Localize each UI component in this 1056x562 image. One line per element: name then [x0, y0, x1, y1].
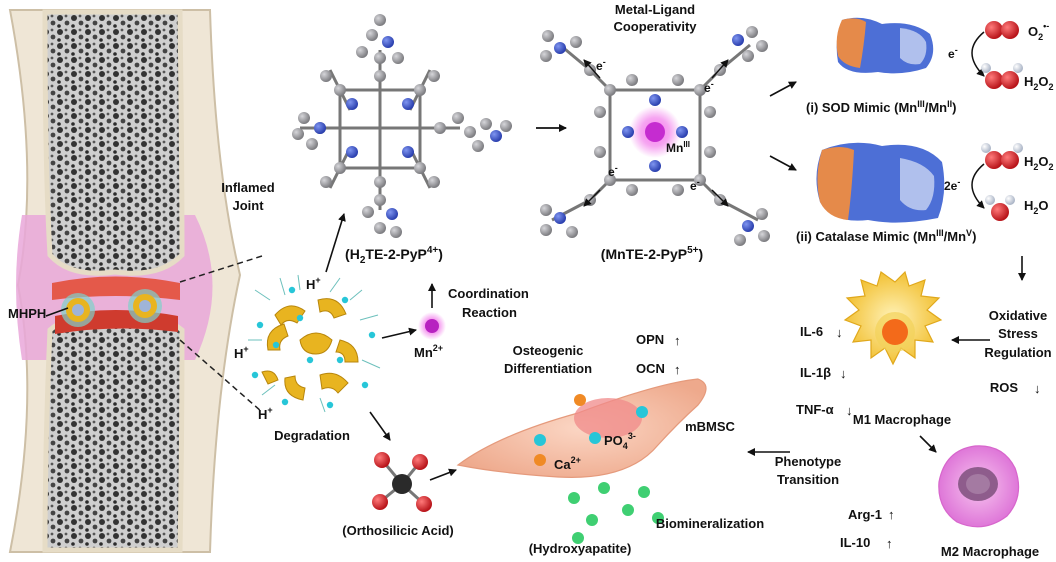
m2-macrophage-cell — [938, 445, 1020, 528]
arg1-label: Arg-1 — [848, 507, 882, 522]
arrow-orthosilicic-to-cell — [429, 468, 457, 481]
svg-text:H+: H+ — [306, 275, 321, 292]
calcium-ion-label: Ca2+ — [554, 455, 581, 472]
arrow-m1-to-m2 — [919, 435, 937, 453]
mhph-nanoparticle-left — [61, 293, 95, 327]
ocn-up-arrow-icon: ↑ — [674, 362, 681, 377]
arg1-up-arrow-icon: ↑ — [888, 507, 895, 522]
proton-label-top: H+ — [306, 275, 321, 292]
hydroxyapatite-particles — [568, 482, 664, 544]
arrow-to-orthosilicic — [369, 411, 391, 441]
mn-center-label: MnIII — [666, 140, 690, 155]
sod-electron-label: e- — [948, 45, 958, 61]
mnte-label: (MnTE-2-PyP5+) — [601, 245, 703, 262]
upper-bone — [42, 9, 185, 276]
sod-mimic-label: (i) SOD Mimic (MnIII/MnII) — [806, 99, 956, 115]
phenotype-label-line1: Phenotype — [775, 454, 841, 469]
oxidative-label-line2: Stress — [998, 326, 1038, 341]
h2o2-label-catalase: H2O2 — [1024, 154, 1054, 172]
zoom-line-bottom — [179, 339, 263, 413]
phosphate-ion-label: PO43- — [604, 431, 636, 451]
svg-text:H+: H+ — [258, 405, 273, 422]
metal-ligand-label-line2: Cooperativity — [613, 19, 697, 34]
h2te-label: (H2TE-2-PyP4+) — [345, 245, 443, 266]
electron-label-3: e- — [608, 163, 618, 179]
osteogenic-label-line2: Differentiation — [504, 361, 592, 376]
phenotype-label-line2: Transition — [777, 472, 839, 487]
catalase-enzyme-structure — [816, 142, 945, 223]
orthosilicic-acid-molecule — [372, 452, 432, 512]
mhph-nanoparticle-right — [128, 289, 162, 323]
svg-text:H+: H+ — [234, 344, 249, 361]
superoxide-label: O2•- — [1028, 21, 1049, 42]
biomineralization-label: Biomineralization — [656, 516, 764, 531]
h2te-atoms — [292, 14, 512, 238]
il6-down-arrow-icon: ↓ — [836, 325, 843, 340]
m2-label: M2 Macrophage — [941, 544, 1039, 559]
orthosilicic-label: (Orthosilicic Acid) — [342, 523, 453, 538]
metal-ligand-label-line1: Metal-Ligand — [615, 2, 695, 17]
ocn-label: OCN — [636, 361, 665, 376]
arrow-to-sod — [769, 81, 797, 97]
oxidative-label-line1: Oxidative — [989, 308, 1048, 323]
coordination-label-line1: Coordination — [448, 286, 529, 301]
degradation-label: Degradation — [274, 428, 350, 443]
h2o2-molecule-sod — [981, 63, 1023, 89]
m1-label: M1 Macrophage — [853, 412, 951, 427]
opn-up-arrow-icon: ↑ — [674, 333, 681, 348]
il6-label: IL-6 — [800, 324, 823, 339]
catalase-electron-label: 2e- — [944, 177, 960, 193]
il10-up-arrow-icon: ↑ — [886, 536, 893, 551]
h2o2-molecule-catalase — [981, 143, 1023, 169]
mn2-label: Mn2+ — [414, 343, 443, 360]
inflamed-joint-label-line1: Inflamed — [221, 180, 275, 195]
mn2-ion — [418, 312, 446, 340]
sod-enzyme-structure — [836, 17, 934, 74]
sod-electron-curve-icon — [971, 31, 985, 77]
mnte-atoms — [540, 26, 770, 246]
hydroxyapatite-label: (Hydroxyapatite) — [529, 541, 632, 556]
oxidative-label-line3: Regulation — [984, 345, 1051, 360]
catalase-electron-curve-icon — [971, 163, 985, 209]
mn-center-atom — [645, 122, 665, 142]
water-molecule — [985, 195, 1015, 221]
catalase-mimic-label: (ii) Catalase Mimic (MnIII/MnV) — [796, 228, 976, 244]
arrow-to-catalase — [769, 155, 797, 171]
electron-label-4: e- — [690, 177, 700, 193]
water-label: H2O — [1024, 198, 1049, 216]
arrow-to-h2te — [325, 213, 346, 273]
osteogenic-label-line1: Osteogenic — [513, 343, 584, 358]
il10-label: IL-10 — [840, 535, 870, 550]
ros-down-arrow-icon: ↓ — [1034, 381, 1041, 396]
electron-label-1: e- — [596, 57, 606, 73]
h2o2-label-sod: H2O2 — [1024, 74, 1054, 92]
zoom-line-top — [179, 255, 263, 283]
opn-label: OPN — [636, 332, 664, 347]
inflamed-joint-label-line2: Joint — [232, 198, 264, 213]
lower-bone — [42, 314, 185, 553]
mhph-label: MHPH — [8, 306, 46, 321]
proton-label-left: H+ — [234, 344, 249, 361]
m1-macrophage-cell — [843, 270, 943, 366]
il1b-down-arrow-icon: ↓ — [840, 366, 847, 381]
mbmsc-label: mBMSC — [685, 419, 735, 434]
arrow-to-mn2 — [381, 327, 417, 339]
mbmsc-cell — [456, 378, 707, 478]
electron-label-2: e- — [704, 79, 714, 95]
inflamed-joint-illustration: MHPH — [8, 9, 263, 553]
electron-transfer-arrows — [583, 59, 729, 207]
mhph-pointer-arrow — [45, 307, 69, 317]
superoxide-molecule — [985, 21, 1019, 39]
degrading-mhph-cluster — [248, 274, 381, 413]
proton-label-bottom: H+ — [258, 405, 273, 422]
il1b-label: IL-1β — [800, 365, 831, 380]
coordination-label-line2: Reaction — [462, 305, 517, 320]
tnfa-label: TNF-α — [796, 402, 834, 417]
ros-label: ROS — [990, 380, 1019, 395]
tnfa-down-arrow-icon: ↓ — [846, 403, 853, 418]
